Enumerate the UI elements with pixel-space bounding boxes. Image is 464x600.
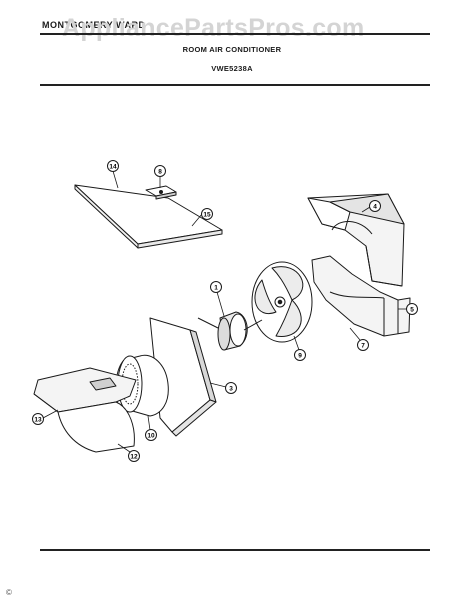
callout-4: 4: [369, 200, 381, 212]
part-insulation-panel: [74, 184, 223, 249]
footer-rule: [40, 549, 430, 551]
part-motor: [197, 311, 263, 351]
part-upper-shroud: [307, 193, 405, 287]
callout-12: 12: [128, 450, 140, 462]
copyright-mark: ©: [6, 588, 12, 597]
title-rule: [40, 84, 430, 86]
part-lower-shroud: [311, 255, 411, 337]
svg-text:8: 8: [158, 169, 162, 176]
svg-text:9: 9: [298, 353, 302, 360]
brand-name: MONTGOMERY WARD: [42, 20, 146, 30]
callout-7: 7: [357, 339, 369, 351]
svg-text:7: 7: [361, 343, 365, 350]
svg-text:14: 14: [109, 164, 117, 171]
svg-text:12: 12: [130, 454, 138, 461]
svg-text:10: 10: [147, 433, 155, 440]
callout-8: 8: [154, 165, 166, 177]
callout-10: 10: [145, 429, 157, 441]
part-fan-blade: [251, 261, 313, 343]
diagram-title: ROOM AIR CONDITIONER: [182, 45, 282, 54]
part-clip: [145, 185, 177, 200]
callouts: 14 8 15 4 1 5 9 7 3 10 13 12: [32, 160, 418, 462]
model-number: VWE5238A: [211, 64, 253, 73]
callout-5: 5: [406, 303, 418, 315]
callout-15: 15: [201, 208, 213, 220]
part-scroll-housing: [33, 367, 137, 453]
watermark: AppliancePartsPros.com: [62, 14, 365, 42]
svg-text:15: 15: [203, 212, 211, 219]
callout-13: 13: [32, 413, 44, 425]
callout-9: 9: [294, 349, 306, 361]
svg-text:3: 3: [229, 386, 233, 393]
callout-1: 1: [210, 281, 222, 293]
svg-text:13: 13: [34, 417, 42, 424]
svg-text:4: 4: [373, 204, 377, 211]
header-rule: [40, 33, 430, 35]
svg-text:1: 1: [214, 285, 218, 292]
callout-3: 3: [225, 382, 237, 394]
svg-text:5: 5: [410, 307, 414, 314]
callout-14: 14: [107, 160, 119, 172]
